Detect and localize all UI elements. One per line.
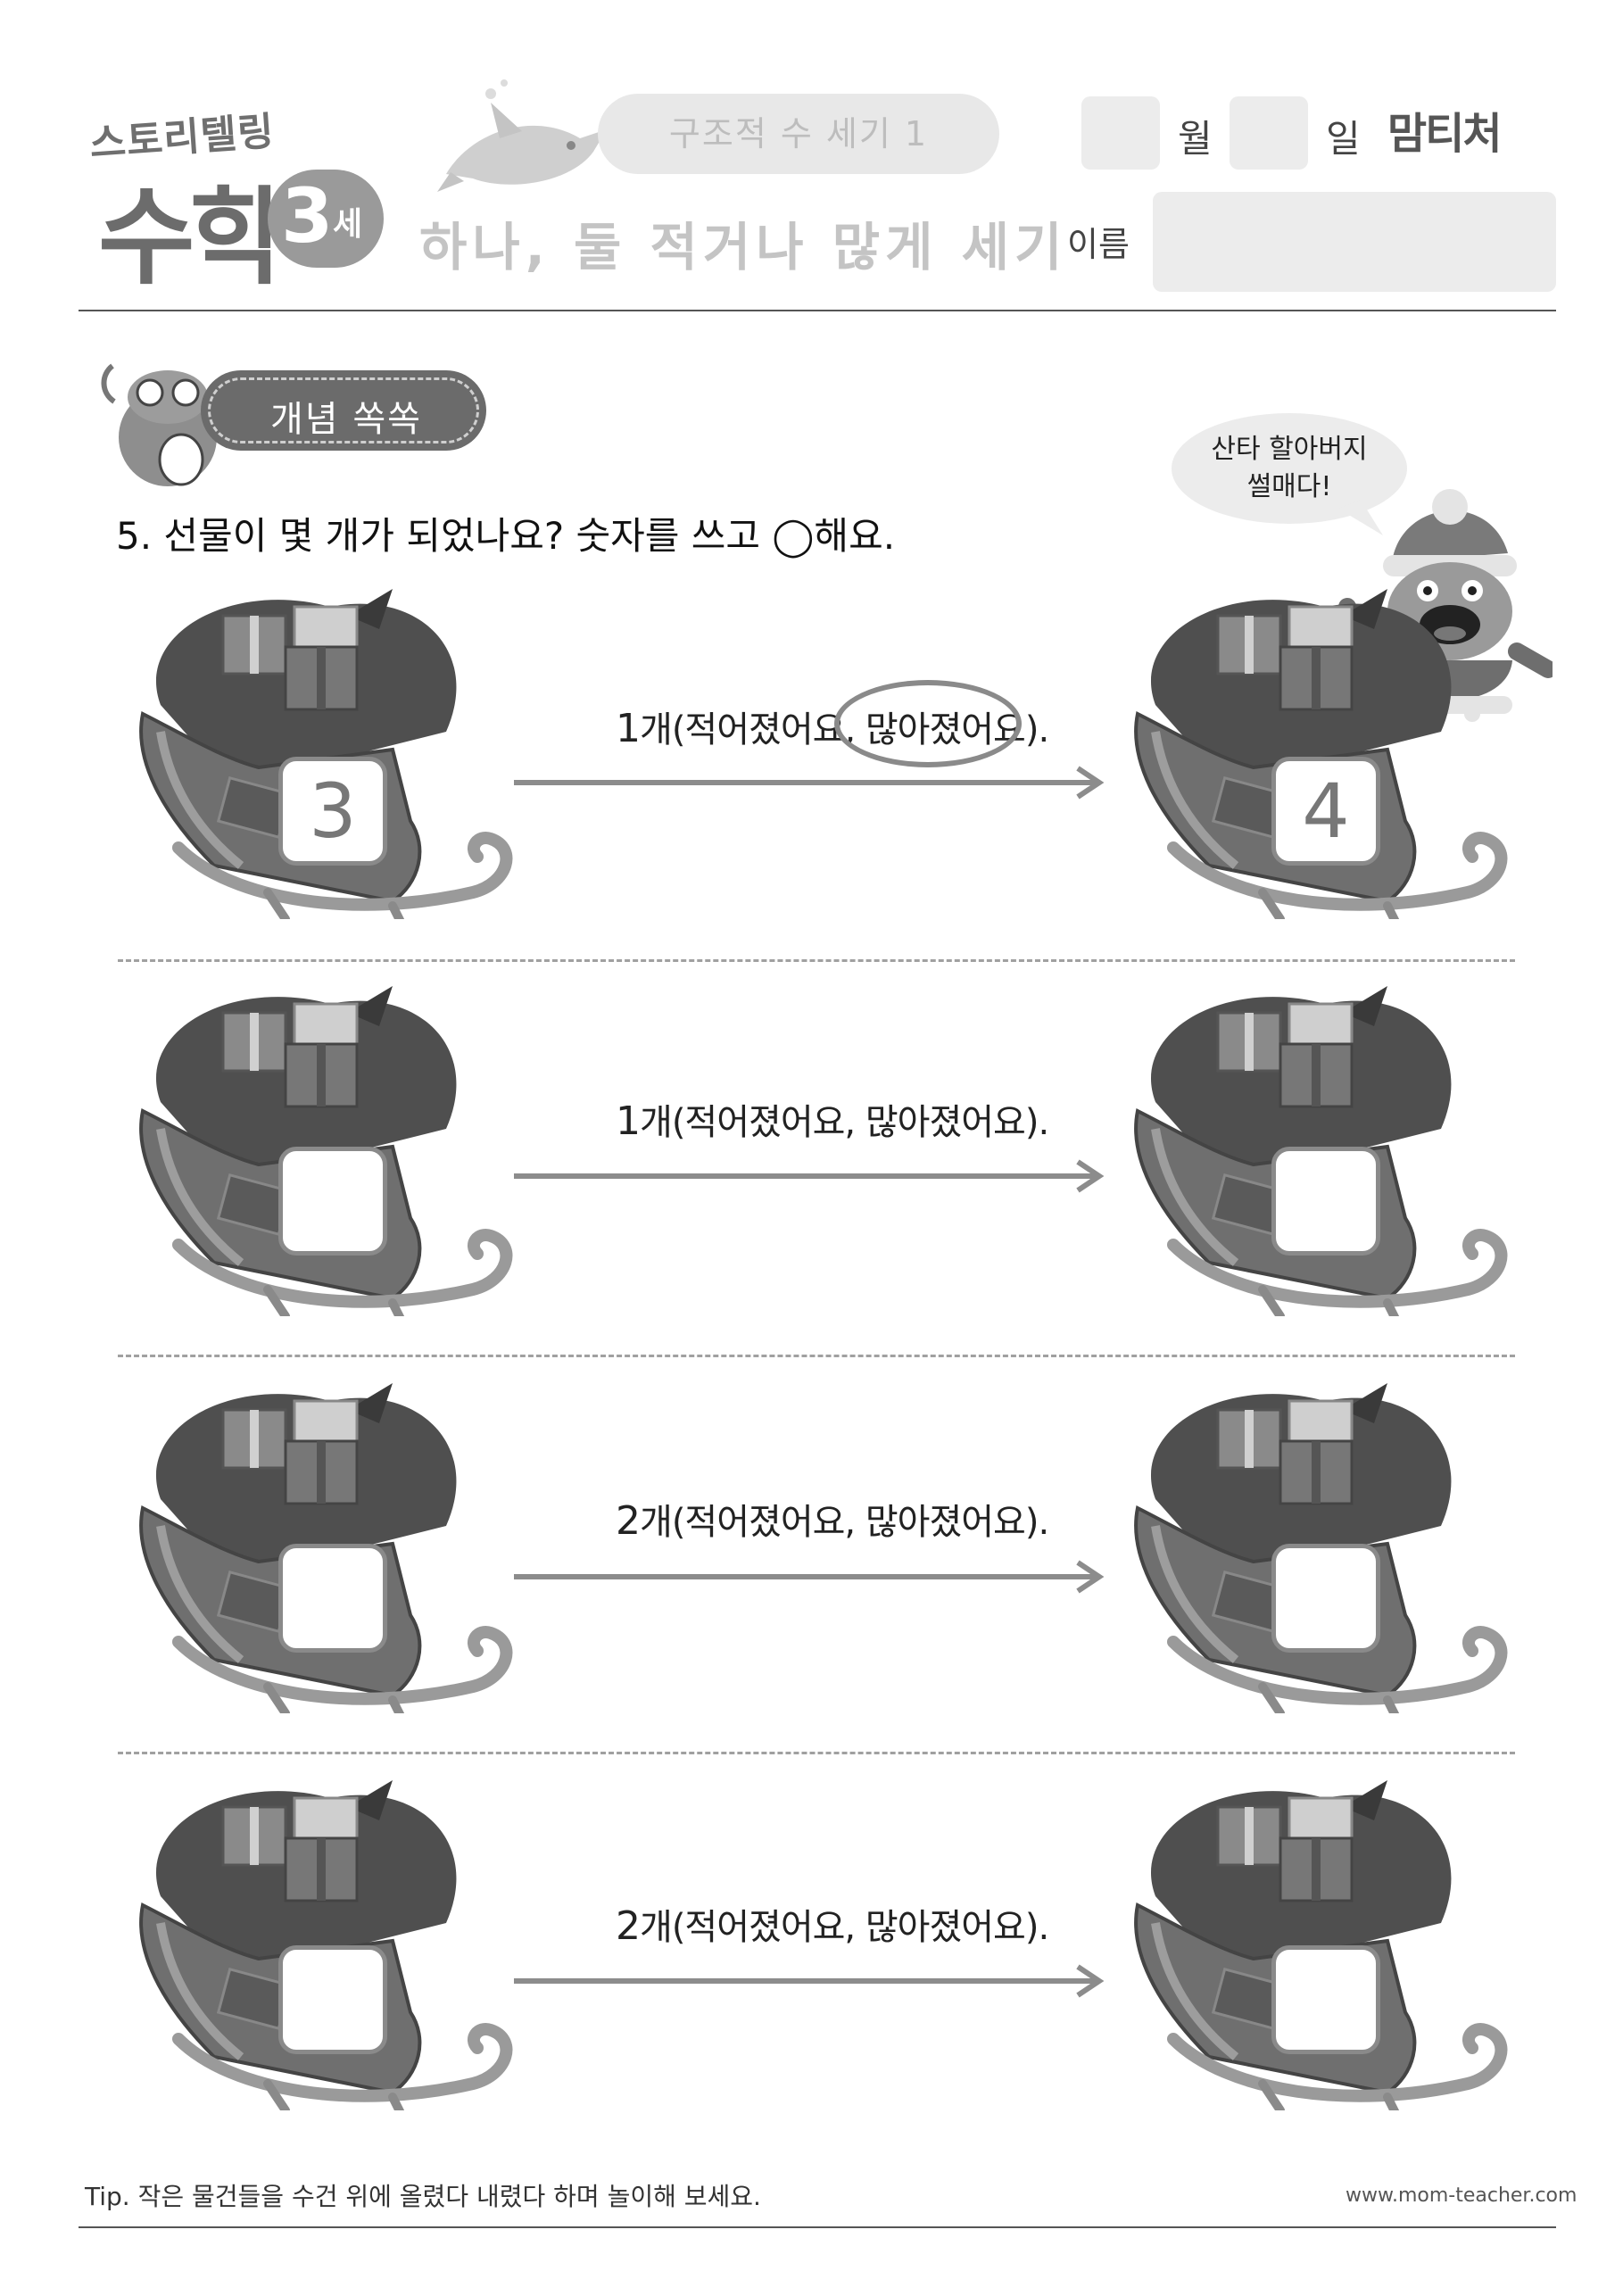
right-number-box-3[interactable] xyxy=(1271,1544,1380,1653)
right-sled-1 xyxy=(1120,580,1530,919)
arrow-1 xyxy=(514,766,1105,800)
age-number: 3 xyxy=(281,172,334,260)
tip-text: Tip. 작은 물건들을 수건 위에 올렸다 내렸다 하며 놀이해 보세요. xyxy=(85,2182,761,2211)
statement-4: 2개(적어졌어요, 많아졌어요). xyxy=(616,1898,1049,1950)
mascot-icon xyxy=(101,363,244,486)
month-label: 월 xyxy=(1178,117,1213,161)
footer-rule xyxy=(79,2226,1556,2228)
question-text: 5. 선물이 몇 개가 되었나요? 숫자를 쓰고 ◯해요. xyxy=(116,514,896,558)
arrow-4 xyxy=(514,1964,1105,1998)
left-number-box-3[interactable] xyxy=(278,1544,387,1653)
divider-3 xyxy=(118,1752,1515,1754)
concept-badge-border xyxy=(208,377,479,443)
lesson-title: 하나, 둘 적거나 많게 세기 xyxy=(419,217,1068,278)
options-3[interactable]: (적어졌어요, 많아졌어요). xyxy=(671,1502,1049,1543)
right-number-box-1[interactable]: 4 xyxy=(1271,757,1380,866)
concept-label: 개념 쏙쏙 xyxy=(270,399,422,440)
speech-line-2: 썰매다! xyxy=(1246,471,1332,502)
unit-1: 개 xyxy=(640,709,673,750)
day-input[interactable] xyxy=(1230,96,1308,170)
divider-1 xyxy=(118,959,1515,962)
left-number-box-2[interactable] xyxy=(278,1147,387,1256)
day-label: 일 xyxy=(1326,117,1361,161)
count-1: 1 xyxy=(616,706,641,751)
name-label: 이름 xyxy=(1067,225,1130,264)
answer-circle-1 xyxy=(834,680,1022,767)
arrow-3 xyxy=(514,1560,1105,1594)
santa-icon xyxy=(1338,489,1553,722)
count-2: 1 xyxy=(616,1098,641,1144)
website-link[interactable]: www.mom-teacher.com xyxy=(1346,2184,1577,2207)
statement-2: 1개(적어졌어요, 많아졌어요). xyxy=(616,1093,1049,1145)
speech-bubble xyxy=(1172,413,1407,535)
arrow-2 xyxy=(514,1159,1105,1193)
options-2[interactable]: (적어졌어요, 많아졌어요). xyxy=(671,1102,1049,1143)
left-sled-4 xyxy=(125,1771,535,2110)
unit-2: 개 xyxy=(640,1102,673,1143)
name-input[interactable] xyxy=(1153,192,1556,292)
logo-text: 맘티처 xyxy=(1387,109,1502,159)
right-number-box-4[interactable] xyxy=(1271,1945,1380,2054)
options-4[interactable]: (적어졌어요, 많아졌어요). xyxy=(671,1907,1049,1948)
left-sled-1 xyxy=(125,580,535,919)
left-number-box-4[interactable] xyxy=(278,1945,387,2054)
left-number-box-1[interactable]: 3 xyxy=(278,757,387,866)
brand-title: 수학 xyxy=(98,176,286,299)
dolphin-icon xyxy=(437,79,607,192)
unit-4: 개 xyxy=(640,1907,673,1948)
right-number-box-2[interactable] xyxy=(1271,1147,1380,1256)
age-unit: 세 xyxy=(333,206,363,243)
speech-line-1: 산타 할아버지 xyxy=(1211,434,1368,465)
concept-badge xyxy=(201,370,486,451)
age-badge xyxy=(268,170,384,268)
month-input[interactable] xyxy=(1081,96,1160,170)
unit-3: 개 xyxy=(640,1502,673,1543)
divider-2 xyxy=(118,1355,1515,1357)
header-rule xyxy=(79,310,1556,311)
count-3: 2 xyxy=(616,1498,641,1544)
lesson-pill: 구조적 수 세기 1 xyxy=(598,94,999,174)
statement-3: 2개(적어졌어요, 많아졌어요). xyxy=(616,1493,1049,1545)
count-4: 2 xyxy=(616,1903,641,1949)
right-sled-4 xyxy=(1120,1771,1530,2110)
